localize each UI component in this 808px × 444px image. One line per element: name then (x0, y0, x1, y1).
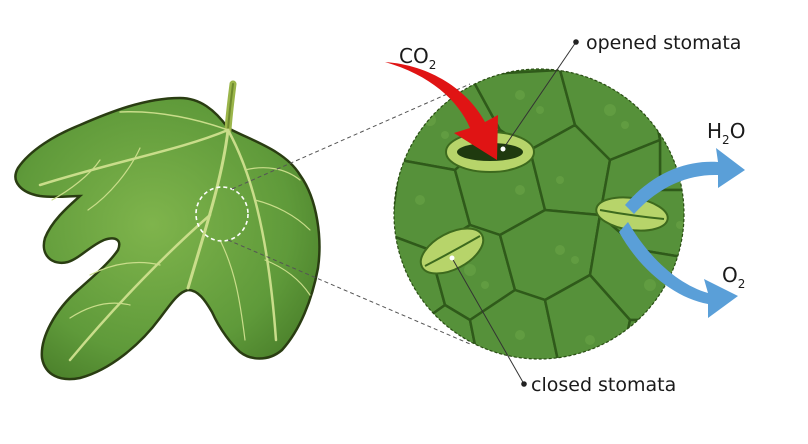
label-co2: CO2 (399, 44, 436, 72)
opened-target-dot (501, 147, 506, 152)
label-opened-stomata: opened stomata (586, 32, 741, 54)
label-o2: O2 (722, 263, 745, 291)
label-h2o: H2O (707, 119, 745, 147)
closed-pointer-dot (521, 381, 527, 387)
opened-pointer-dot (573, 39, 579, 45)
magnified-view (385, 69, 700, 370)
fig-leaf (15, 84, 319, 379)
leaf-blade (15, 98, 319, 379)
closed-target-dot (450, 256, 455, 261)
label-closed-stomata: closed stomata (531, 374, 676, 396)
